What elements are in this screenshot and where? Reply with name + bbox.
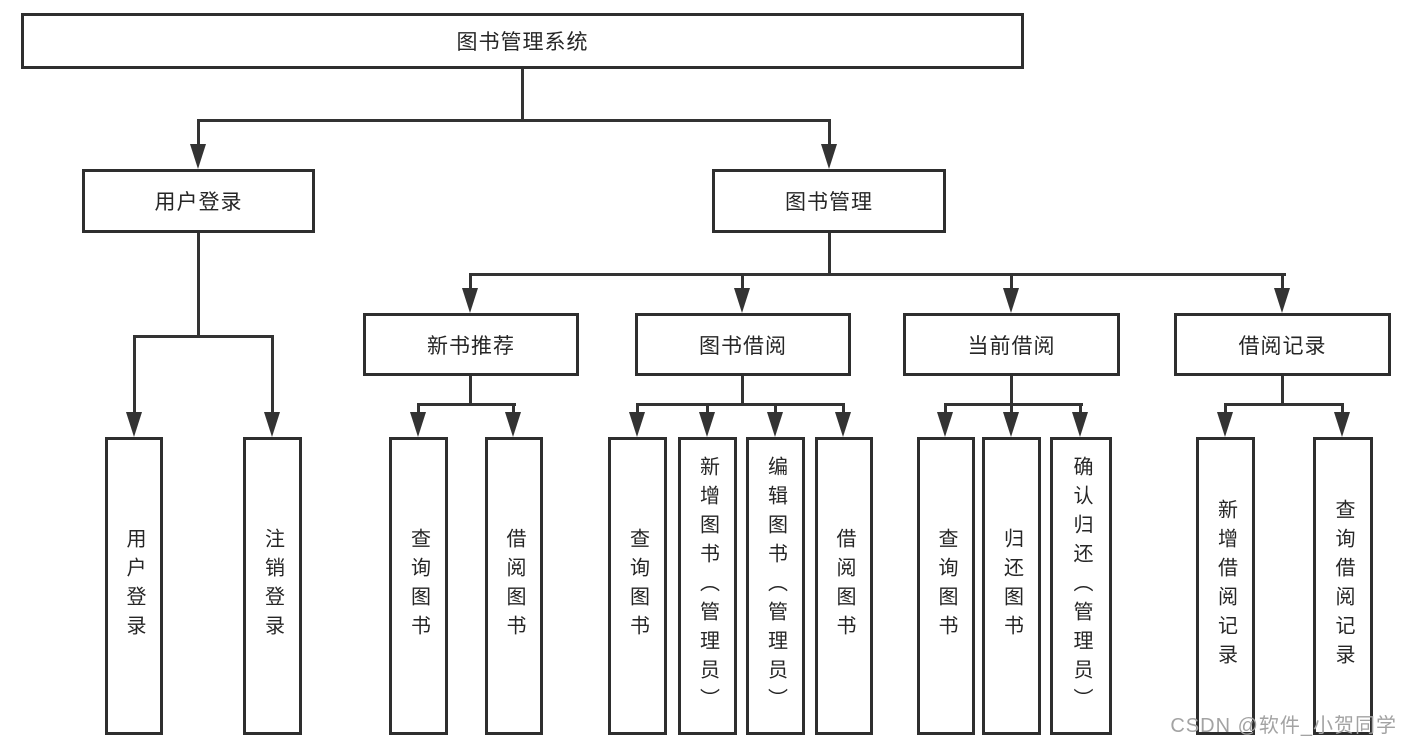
leaf-borrow-edit-books-admin-label: 编辑图书（管理员） [764,455,787,717]
arrowhead [264,412,280,437]
arrowhead [462,288,478,313]
arrowhead [1003,288,1019,313]
arrowhead [821,144,837,169]
leaf-current-return-books: 归还图书 [982,437,1041,735]
arrowhead [767,412,783,437]
leaf-current-query-books-label: 查询图书 [935,528,957,644]
leaf-current-confirm-return-admin-label: 确认归还（管理员） [1070,455,1092,717]
connector-line [1281,376,1284,406]
connector-line [741,273,744,291]
connector-line [1224,403,1227,415]
connector-line [828,119,831,148]
leaf-records-add-record: 新增借阅记录 [1196,437,1255,735]
leaf-borrow-edit-books-admin: 编辑图书（管理员） [746,437,805,735]
node-current-borrow-label: 当前借阅 [967,334,1056,358]
arrowhead [699,412,715,437]
leaf-current-return-books-label: 归还图书 [1000,528,1023,644]
leaf-records-add-record-label: 新增借阅记录 [1214,499,1237,673]
connector-line [842,403,845,415]
connector-line [1079,403,1082,415]
node-book-borrow: 图书借阅 [635,313,851,376]
leaf-recommend-query-books-label: 查询图书 [407,528,430,644]
arrowhead [1003,412,1019,437]
arrowhead [190,144,206,169]
connector-line [1010,376,1013,406]
node-user-login-label: 用户登录 [154,191,243,214]
leaf-borrow-add-books-admin-label: 新增图书（管理员） [696,455,719,717]
connector-line [741,376,744,406]
node-book-borrow-label: 图书借阅 [699,334,787,358]
connector-line [197,233,200,338]
arrowhead [410,412,426,437]
csdn-watermark: CSDN @软件_小贺同学 [1170,715,1397,737]
connector-line [197,119,831,122]
connector-line [944,403,947,415]
connector-line [828,233,831,276]
connector-line [133,335,136,415]
leaf-current-query-books: 查询图书 [917,437,975,735]
leaf-records-query-record-label: 查询借阅记录 [1332,499,1354,673]
arrowhead [1274,288,1290,313]
connector-line [1281,273,1284,291]
connector-line [521,68,524,121]
node-new-book-recommend-label: 新书推荐 [427,334,515,358]
leaf-borrow-add-books-admin: 新增图书（管理员） [678,437,737,735]
arrowhead [734,288,750,313]
connector-line [1010,403,1013,415]
connector-line [636,403,639,415]
node-root-label: 图书管理系统 [456,31,589,54]
connector-line [706,403,709,415]
node-book-management: 图书管理 [712,169,946,233]
leaf-user-login-label: 用户登录 [123,528,145,644]
connector-line [469,273,1286,276]
arrowhead [1217,412,1233,437]
node-root-system: 图书管理系统 [21,13,1024,69]
leaf-current-confirm-return-admin: 确认归还（管理员） [1050,437,1112,735]
arrowhead [126,412,142,437]
leaf-recommend-query-books: 查询图书 [389,437,448,735]
connector-line [133,335,274,338]
connector-line [512,403,515,415]
leaf-logout: 注销登录 [243,437,302,735]
arrowhead [835,412,851,437]
node-user-login: 用户登录 [82,169,315,233]
node-book-management-label: 图书管理 [785,191,873,214]
connector-line [1010,273,1013,291]
connector-line [417,403,516,406]
leaf-borrow-query-books-label: 查询图书 [626,528,649,644]
node-borrow-records-label: 借阅记录 [1238,334,1327,358]
connector-line [197,119,200,148]
connector-line [636,403,845,406]
node-new-book-recommend: 新书推荐 [363,313,579,376]
connector-line [271,335,274,415]
connector-line [469,273,472,291]
arrowhead [505,412,521,437]
leaf-records-query-record: 查询借阅记录 [1313,437,1373,735]
arrowhead [1334,412,1350,437]
connector-line [944,403,1083,406]
connector-line [417,403,420,415]
node-current-borrow: 当前借阅 [903,313,1120,376]
connector-line [1341,403,1344,415]
leaf-borrow-borrow-books-label: 借阅图书 [833,528,855,644]
arrowhead [629,412,645,437]
arrowhead [1072,412,1088,437]
leaf-recommend-borrow-books-label: 借阅图书 [503,528,525,644]
arrowhead [937,412,953,437]
leaf-borrow-query-books: 查询图书 [608,437,667,735]
node-borrow-records: 借阅记录 [1174,313,1391,376]
leaf-user-login: 用户登录 [105,437,163,735]
connector-line [1224,403,1344,406]
leaf-borrow-borrow-books: 借阅图书 [815,437,873,735]
leaf-logout-label: 注销登录 [261,528,284,644]
leaf-recommend-borrow-books: 借阅图书 [485,437,543,735]
connector-line [774,403,777,415]
connector-line [469,376,472,406]
